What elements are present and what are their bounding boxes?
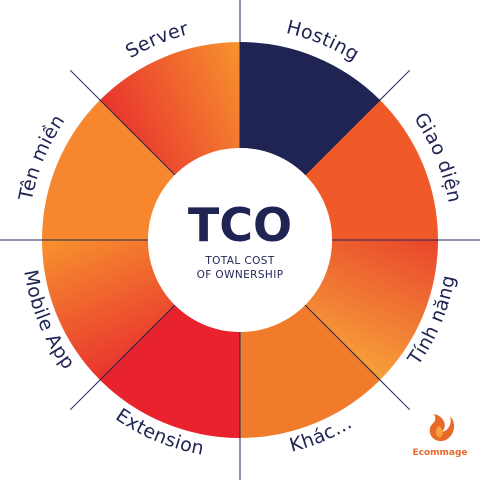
brand-logo: Ecommage: [412, 414, 468, 458]
segment-extension: [99, 305, 240, 438]
center-title: TCO: [188, 198, 292, 252]
brand-flame-icon: [429, 414, 455, 442]
center-circle: [148, 148, 332, 332]
segment-giao-dien: [305, 99, 438, 240]
divider-line: [304, 69, 411, 176]
segment-ten-mien: [42, 99, 175, 240]
segment-tinh-nang: [305, 240, 438, 381]
segment-server: [99, 42, 240, 175]
center-subtitle-line2: OF OWNERSHIP: [197, 269, 284, 281]
divider-line: [69, 304, 176, 411]
segment-khac: [240, 305, 381, 438]
segment-hosting: [240, 42, 381, 175]
center-subtitle-line1: TOTAL COST: [204, 255, 275, 267]
divider-line: [69, 69, 176, 176]
segment-mobile-app: [42, 240, 175, 381]
brand-flame-inner-icon: [435, 426, 443, 438]
segments-layer: [42, 42, 438, 438]
divider-line: [304, 304, 411, 411]
brand-name: Ecommage: [412, 448, 467, 458]
